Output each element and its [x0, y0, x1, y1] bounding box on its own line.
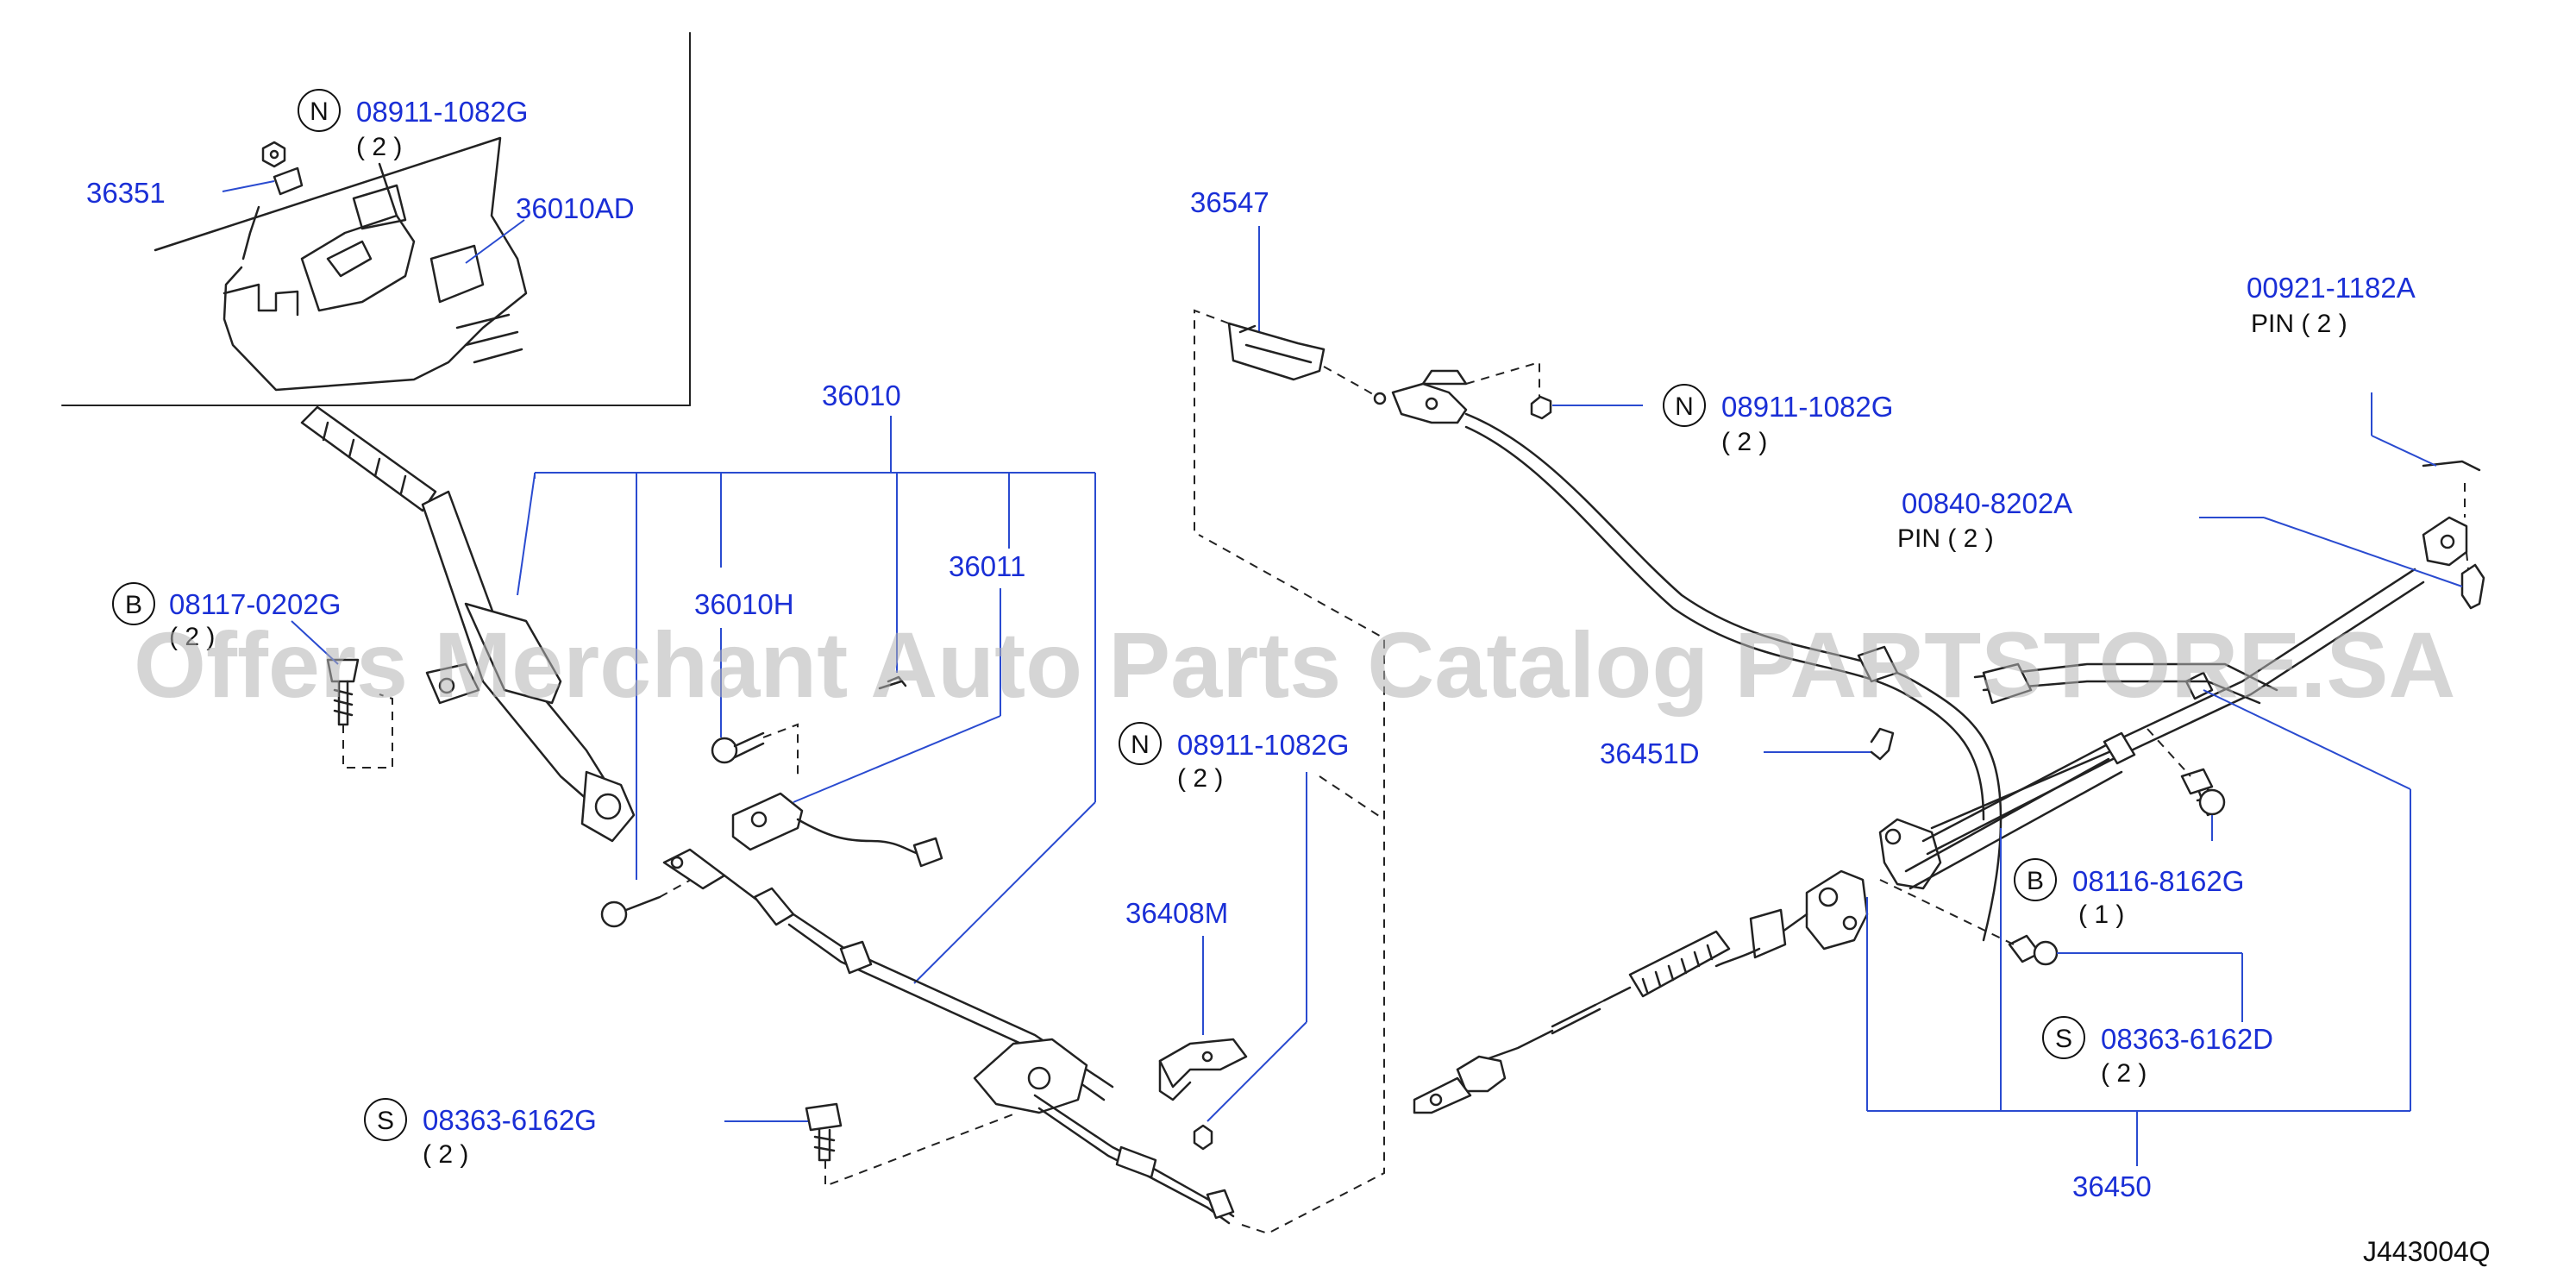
leaders-36010 [534, 416, 1096, 984]
label-36011: 36011 [949, 550, 1025, 582]
bracket-36408M [1158, 1038, 1248, 1151]
label-08117: 08117-0202G [169, 588, 341, 620]
floor-panel-drawing [154, 136, 528, 392]
leaders-36450 [1866, 689, 2411, 1166]
label-36547: 36547 [1190, 186, 1269, 218]
symbol-n-inset: N [310, 97, 329, 126]
symbol-b-08117: B [125, 591, 142, 619]
qty-08363G: ( 2 ) [423, 1140, 468, 1169]
front-cable-right [1373, 369, 2003, 942]
nut-inset [261, 141, 286, 168]
front-cable-left [600, 848, 1235, 1225]
symbol-n-top: N [1675, 392, 1694, 421]
label-08363G: 08363-6162G [423, 1104, 597, 1136]
diagram-code: J443004Q [2363, 1236, 2491, 1267]
symbol-s-08363D: S [2055, 1025, 2072, 1053]
symbol-n-mid: N [1131, 731, 1150, 759]
label-36451D: 36451D [1600, 737, 1700, 769]
circle-symbol-n [298, 89, 341, 132]
label-36450: 36450 [2072, 1170, 2152, 1202]
watermark: Offers Merchant Auto Parts Catalog PARTS… [134, 612, 2455, 717]
qty-08363D: ( 2 ) [2101, 1059, 2147, 1088]
label-36010AD: 36010AD [516, 192, 635, 224]
grommet-inset [273, 166, 304, 196]
qty-08116: ( 1 ) [2078, 900, 2124, 929]
bolt-08116 [2180, 768, 2226, 817]
circle-symbol-s-08363D [2042, 1016, 2085, 1059]
label-08116: 08116-8162G [2072, 865, 2244, 897]
clip-36451D [1870, 727, 1895, 761]
circle-symbol-n-top [1663, 384, 1706, 427]
label-36010: 36010 [822, 380, 901, 411]
circle-symbol-n-mid [1119, 722, 1162, 765]
label-00840: 00840-8202A [1902, 487, 2072, 519]
label-08363D: 08363-6162D [2101, 1023, 2273, 1055]
boot-36547 [1227, 322, 1326, 381]
hand-lever-assembly [300, 405, 636, 843]
qty-08911-inset: ( 2 ) [356, 133, 402, 161]
label-08911-inset: 08911-1082G [356, 96, 528, 128]
qty-08911-mid: ( 2 ) [1177, 764, 1223, 793]
qty-08117: ( 2 ) [169, 623, 215, 651]
bolt-08363D [2008, 934, 2059, 966]
rear-cable-36450 [1413, 516, 2468, 1114]
label-36010H: 36010H [694, 588, 794, 620]
label-00921: 00921-1182A [2247, 272, 2416, 304]
pin-00921 [2422, 460, 2481, 472]
label-08911-top: 08911-1082G [1721, 391, 1893, 423]
pin-00840 [2460, 563, 2485, 610]
circle-symbol-b-08116 [2014, 858, 2057, 901]
inset-panel [61, 32, 691, 406]
symbol-b-08116: B [2027, 867, 2044, 895]
nut-top [1530, 395, 1552, 420]
brake-switch-36011 [731, 792, 943, 868]
circle-symbol-b [112, 582, 155, 625]
label-08911-mid: 08911-1082G [1177, 729, 1349, 761]
qty-00921: PIN ( 2 ) [2251, 310, 2347, 338]
symbol-s-08363G: S [377, 1107, 394, 1135]
bolt-08363G [805, 1102, 843, 1162]
clip-36010 [878, 675, 907, 690]
circle-symbol-s [364, 1098, 407, 1141]
qty-08911-top: ( 2 ) [1721, 428, 1767, 456]
label-36351: 36351 [86, 177, 166, 209]
label-36408M: 36408M [1125, 897, 1228, 929]
bolt-36010H [711, 731, 765, 764]
qty-00840: PIN ( 2 ) [1897, 524, 1994, 553]
